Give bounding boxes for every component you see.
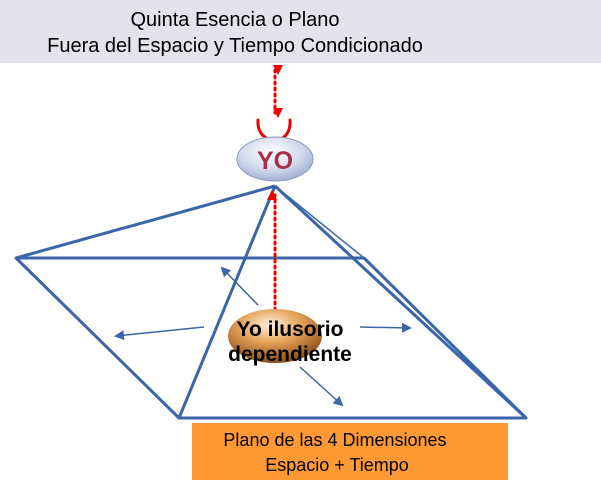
yo-label: YO — [257, 147, 293, 175]
top-banner — [0, 0, 601, 63]
dimensions-box — [192, 423, 508, 480]
arrow-up-left — [220, 266, 259, 306]
arrow-down-right — [299, 366, 344, 407]
ego-label-line2: dependiente — [228, 343, 352, 366]
pyramid-edge-front — [177, 185, 277, 419]
arrow-right — [359, 322, 412, 333]
dimensions-line1: Plano de las 4 Dimensiones — [223, 430, 446, 450]
pyramid-edge-back — [274, 185, 365, 259]
ego-label-line1: Yo ilusorio — [237, 318, 344, 341]
pyramid-edge-right — [273, 184, 528, 420]
banner-title-line2: Fuera del Espacio y Tiempo Condicionado — [47, 35, 423, 57]
arrow-left — [114, 326, 205, 341]
ego-arrows — [114, 266, 412, 407]
dimensions-line2: Espacio + Tiempo — [265, 455, 409, 475]
ego-orb — [228, 309, 322, 363]
banner-title-line1: Quinta Esencia o Plano — [130, 9, 339, 31]
pyramid — [14, 184, 528, 420]
pyramid-edge-left — [15, 184, 276, 260]
yo-orb — [236, 136, 314, 182]
